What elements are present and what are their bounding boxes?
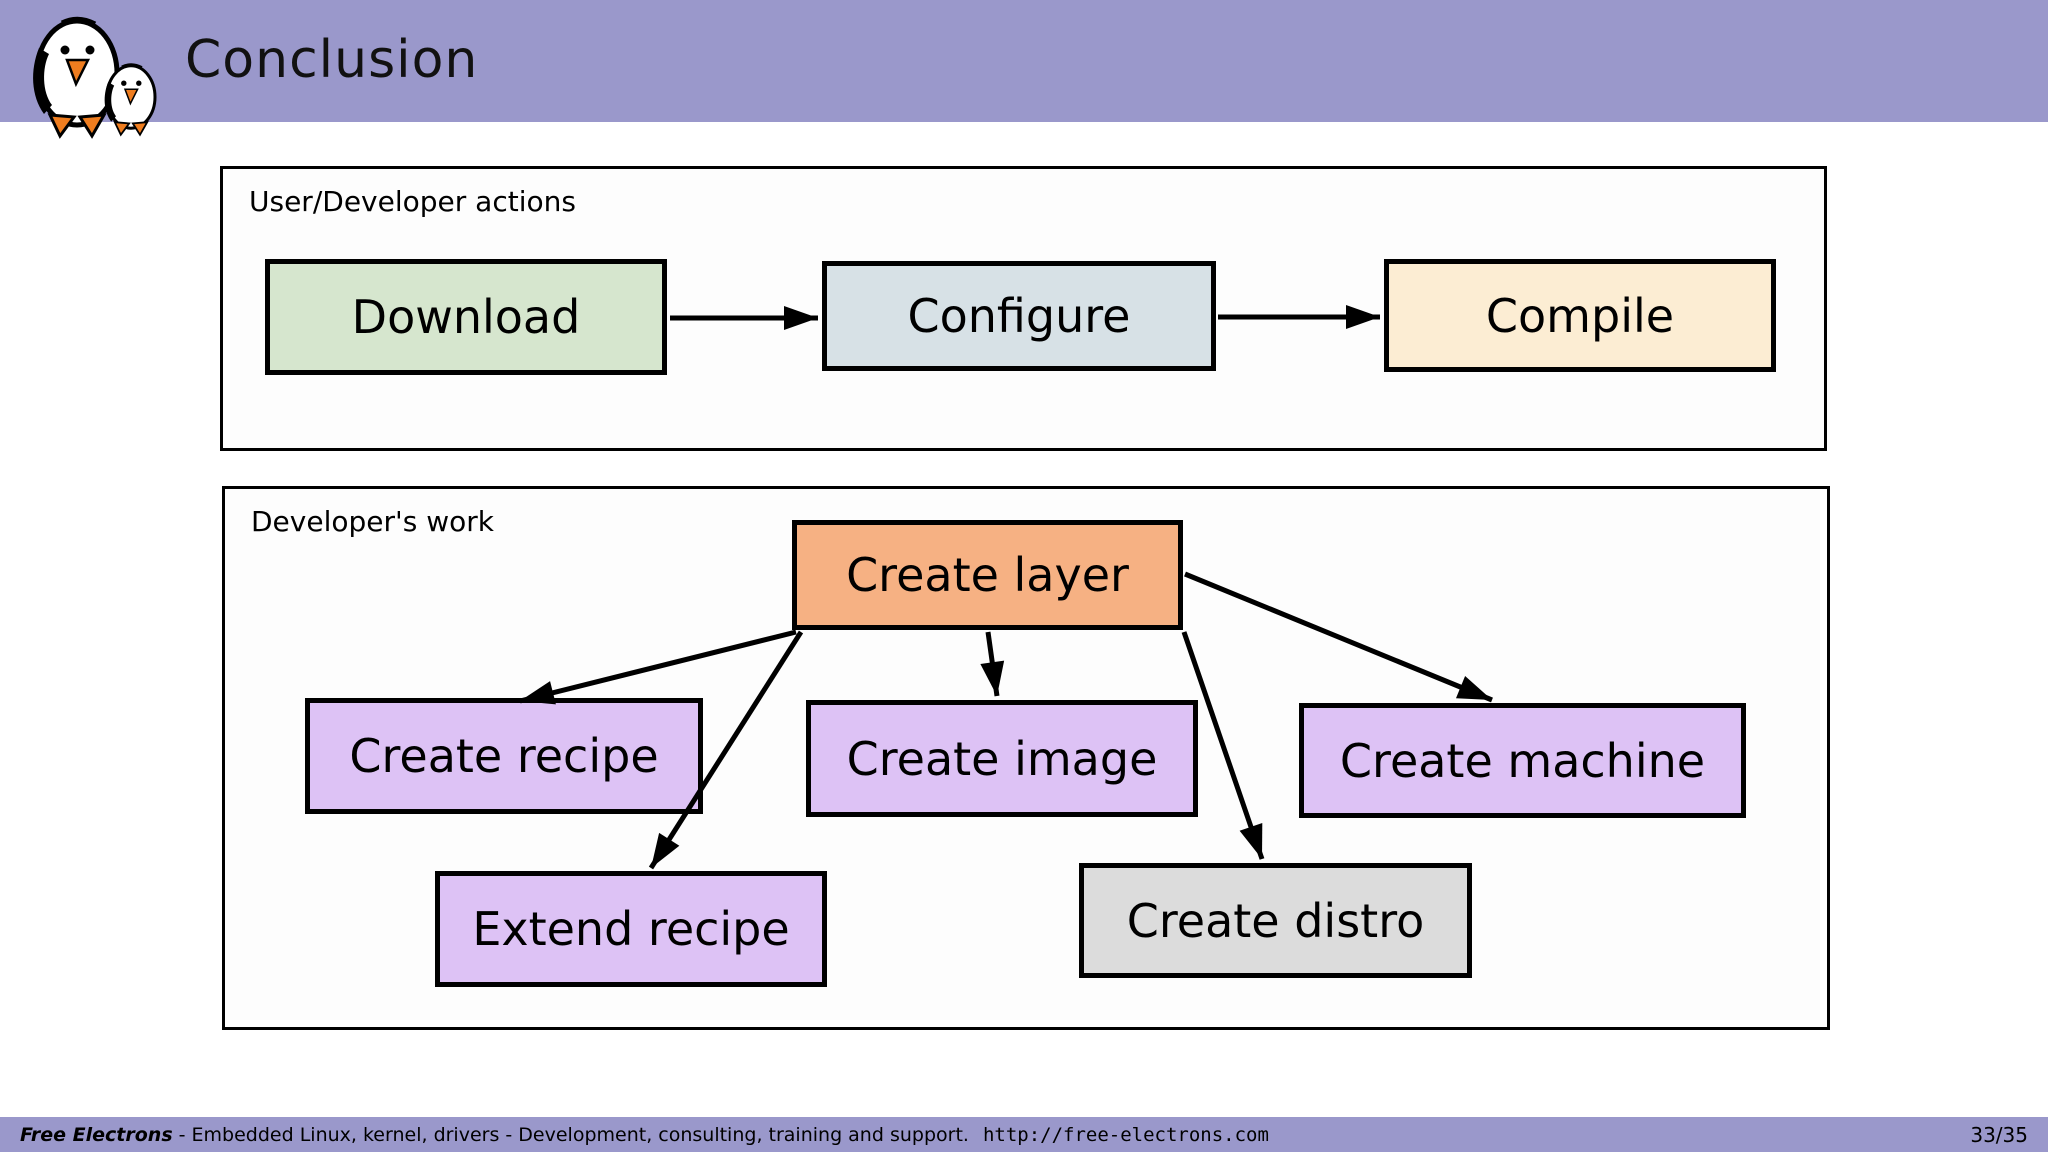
node-create-image: Create image: [806, 700, 1198, 817]
page-title: Conclusion: [185, 30, 479, 90]
footer-text: Free Electrons - Embedded Linux, kernel,…: [20, 1124, 1269, 1146]
node-create-distro: Create distro: [1079, 863, 1472, 978]
node-create-layer: Create layer: [792, 520, 1183, 630]
page-number: 33/35: [1970, 1122, 2028, 1147]
group-label-user-developer-actions: User/Developer actions: [249, 185, 576, 218]
footer-url: http://free-electrons.com: [982, 1123, 1269, 1146]
footer-brand: Free Electrons: [20, 1123, 173, 1146]
node-download: Download: [265, 259, 667, 375]
node-create-recipe: Create recipe: [305, 698, 703, 814]
footer-description: - Embedded Linux, kernel, drivers - Deve…: [178, 1123, 969, 1146]
penguins-logo-icon: [22, 8, 157, 148]
node-compile: Compile: [1384, 259, 1776, 372]
header-band: [0, 0, 2048, 122]
footer-band: Free Electrons - Embedded Linux, kernel,…: [0, 1117, 2048, 1152]
group-label-developers-work: Developer's work: [251, 505, 494, 538]
node-configure: Configure: [822, 261, 1216, 371]
node-extend-recipe: Extend recipe: [435, 871, 827, 987]
node-create-machine: Create machine: [1299, 703, 1746, 818]
